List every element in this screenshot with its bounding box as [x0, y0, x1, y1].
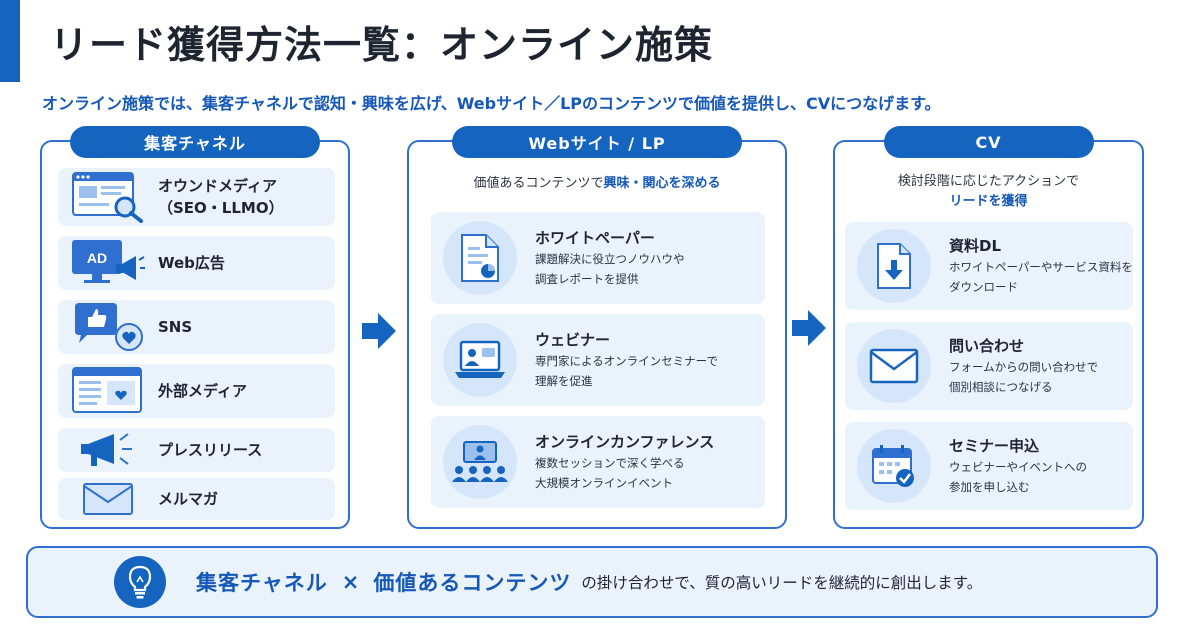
- channel-owned-media-sublabel: （SEO・LLMO）: [158, 199, 284, 217]
- summary-channels-text: 集客チャネル: [196, 571, 328, 595]
- channel-owned-media-label: オウンドメディア: [158, 177, 277, 195]
- whitepaper-title: ホワイトペーパー: [535, 229, 655, 247]
- document-download-icon: [857, 229, 931, 303]
- external-media-page-icon: [58, 364, 158, 418]
- laptop-presenter-icon: [443, 323, 517, 397]
- channel-web-ads-label: Web広告: [158, 254, 225, 272]
- channel-item-newsletter: メルマガ: [58, 478, 335, 520]
- cv-card-seminar-application: セミナー申込 ウェビナーやイベントへの 参加を申し込む: [845, 422, 1133, 510]
- arrow-right-icon: [792, 310, 826, 346]
- megaphone-icon: [58, 428, 158, 472]
- page-title: リード獲得方法一覧：オンライン施策: [50, 23, 714, 67]
- page-subtitle: オンライン施策では、集客チャネルで認知・興味を広げ、Webサイト／LPのコンテン…: [42, 94, 941, 113]
- summary-banner: 集客チャネル × 価値あるコンテンツ の掛け合わせで、質の高いリードを継続的に創…: [26, 546, 1158, 618]
- channel-sns-label: SNS: [158, 318, 193, 336]
- envelope-icon: [58, 478, 158, 520]
- cv-card-inquiry: 問い合わせ フォームからの問い合わせで 個別相談につなげる: [845, 322, 1133, 410]
- cv-intro-highlight: リードを獲得: [949, 194, 1028, 209]
- website-column: Webサイト / LP 価値あるコンテンツで興味・関心を深める ホワイトペーパー…: [407, 126, 787, 529]
- online-conference-desc-line1: 複数セッションで深く学べる: [535, 456, 685, 470]
- seminar-application-desc-line1: ウェビナーやイベントへの: [949, 460, 1087, 474]
- cv-card-document-download: 資料DL ホワイトペーパーやサービス資料を ダウンロード: [845, 222, 1133, 310]
- document-download-desc-line1: ホワイトペーパーやサービス資料を: [949, 260, 1133, 274]
- webinar-title: ウェビナー: [535, 331, 611, 349]
- owned-media-search-icon: [58, 168, 158, 226]
- channels-column: 集客チャネル オウンドメディア （SEO・LLMO） AD: [40, 126, 350, 529]
- summary-content-text: 価値あるコンテンツ: [373, 571, 572, 595]
- channels-column-label: 集客チャネル: [70, 126, 320, 158]
- seminar-application-desc-line2: 参加を申し込む: [949, 480, 1030, 494]
- cv-column: CV 検討段階に応じたアクションで リードを獲得 資料DL ホワイトペーパーやサ…: [833, 126, 1144, 529]
- channel-press-release-label: プレスリリース: [158, 441, 263, 459]
- summary-rest-text: の掛け合わせで、質の高いリードを継続的に創出します。: [581, 574, 983, 592]
- channel-item-sns: SNS: [58, 300, 335, 354]
- sns-like-heart-bubbles-icon: [58, 300, 158, 354]
- channel-newsletter-label: メルマガ: [158, 490, 219, 508]
- online-conference-desc-line2: 大規模オンラインイベント: [535, 476, 673, 490]
- inquiry-desc-line1: フォームからの問い合わせで: [949, 360, 1099, 374]
- content-card-webinar: ウェビナー 専門家によるオンラインセミナーで 理解を促進: [431, 314, 765, 406]
- content-card-whitepaper: ホワイトペーパー 課題解決に役立つノウハウや 調査レポートを提供: [431, 212, 765, 304]
- channel-external-media-label: 外部メディア: [158, 382, 247, 400]
- lightbulb-icon: [114, 556, 166, 608]
- conference-audience-icon: [443, 425, 517, 499]
- svg-text:AD: AD: [87, 250, 107, 266]
- website-intro-highlight: 興味・関心を深める: [603, 176, 721, 191]
- content-card-online-conference: オンラインカンファレンス 複数セッションで深く学べる 大規模オンラインイベント: [431, 416, 765, 508]
- whitepaper-desc-line2: 調査レポートを提供: [535, 272, 639, 286]
- inquiry-desc-line2: 個別相談につなげる: [949, 380, 1053, 394]
- cv-intro-text: 検討段階に応じたアクションで: [897, 174, 1080, 189]
- webinar-desc-line1: 専門家によるオンラインセミナーで: [535, 354, 718, 368]
- arrow-right-icon: [362, 313, 396, 349]
- whitepaper-desc-line1: 課題解決に役立つノウハウや: [535, 252, 685, 266]
- cv-column-label: CV: [883, 126, 1094, 158]
- summary-times-symbol: ×: [341, 570, 360, 594]
- website-intro: 価値あるコンテンツで興味・関心を深める: [409, 174, 785, 194]
- document-download-desc-line2: ダウンロード: [949, 280, 1018, 294]
- channel-item-web-ads: AD Web広告: [58, 236, 335, 290]
- channel-item-owned-media: オウンドメディア （SEO・LLMO）: [58, 168, 335, 226]
- cv-intro: 検討段階に応じたアクションで リードを獲得: [835, 172, 1142, 212]
- inquiry-title: 問い合わせ: [949, 337, 1025, 355]
- document-chart-icon: [443, 221, 517, 295]
- website-column-label: Webサイト / LP: [452, 126, 742, 158]
- online-conference-title: オンラインカンファレンス: [535, 433, 715, 451]
- webinar-desc-line2: 理解を促進: [535, 374, 593, 388]
- channel-item-external-media: 外部メディア: [58, 364, 335, 418]
- calendar-check-icon: [857, 429, 931, 503]
- website-intro-text: 価値あるコンテンツで: [473, 176, 604, 191]
- title-accent-bar: [0, 0, 20, 82]
- document-download-title: 資料DL: [949, 237, 1002, 255]
- envelope-icon: [857, 329, 931, 403]
- seminar-application-title: セミナー申込: [949, 437, 1040, 455]
- ad-monitor-megaphone-icon: AD: [58, 236, 158, 290]
- channel-item-press-release: プレスリリース: [58, 428, 335, 472]
